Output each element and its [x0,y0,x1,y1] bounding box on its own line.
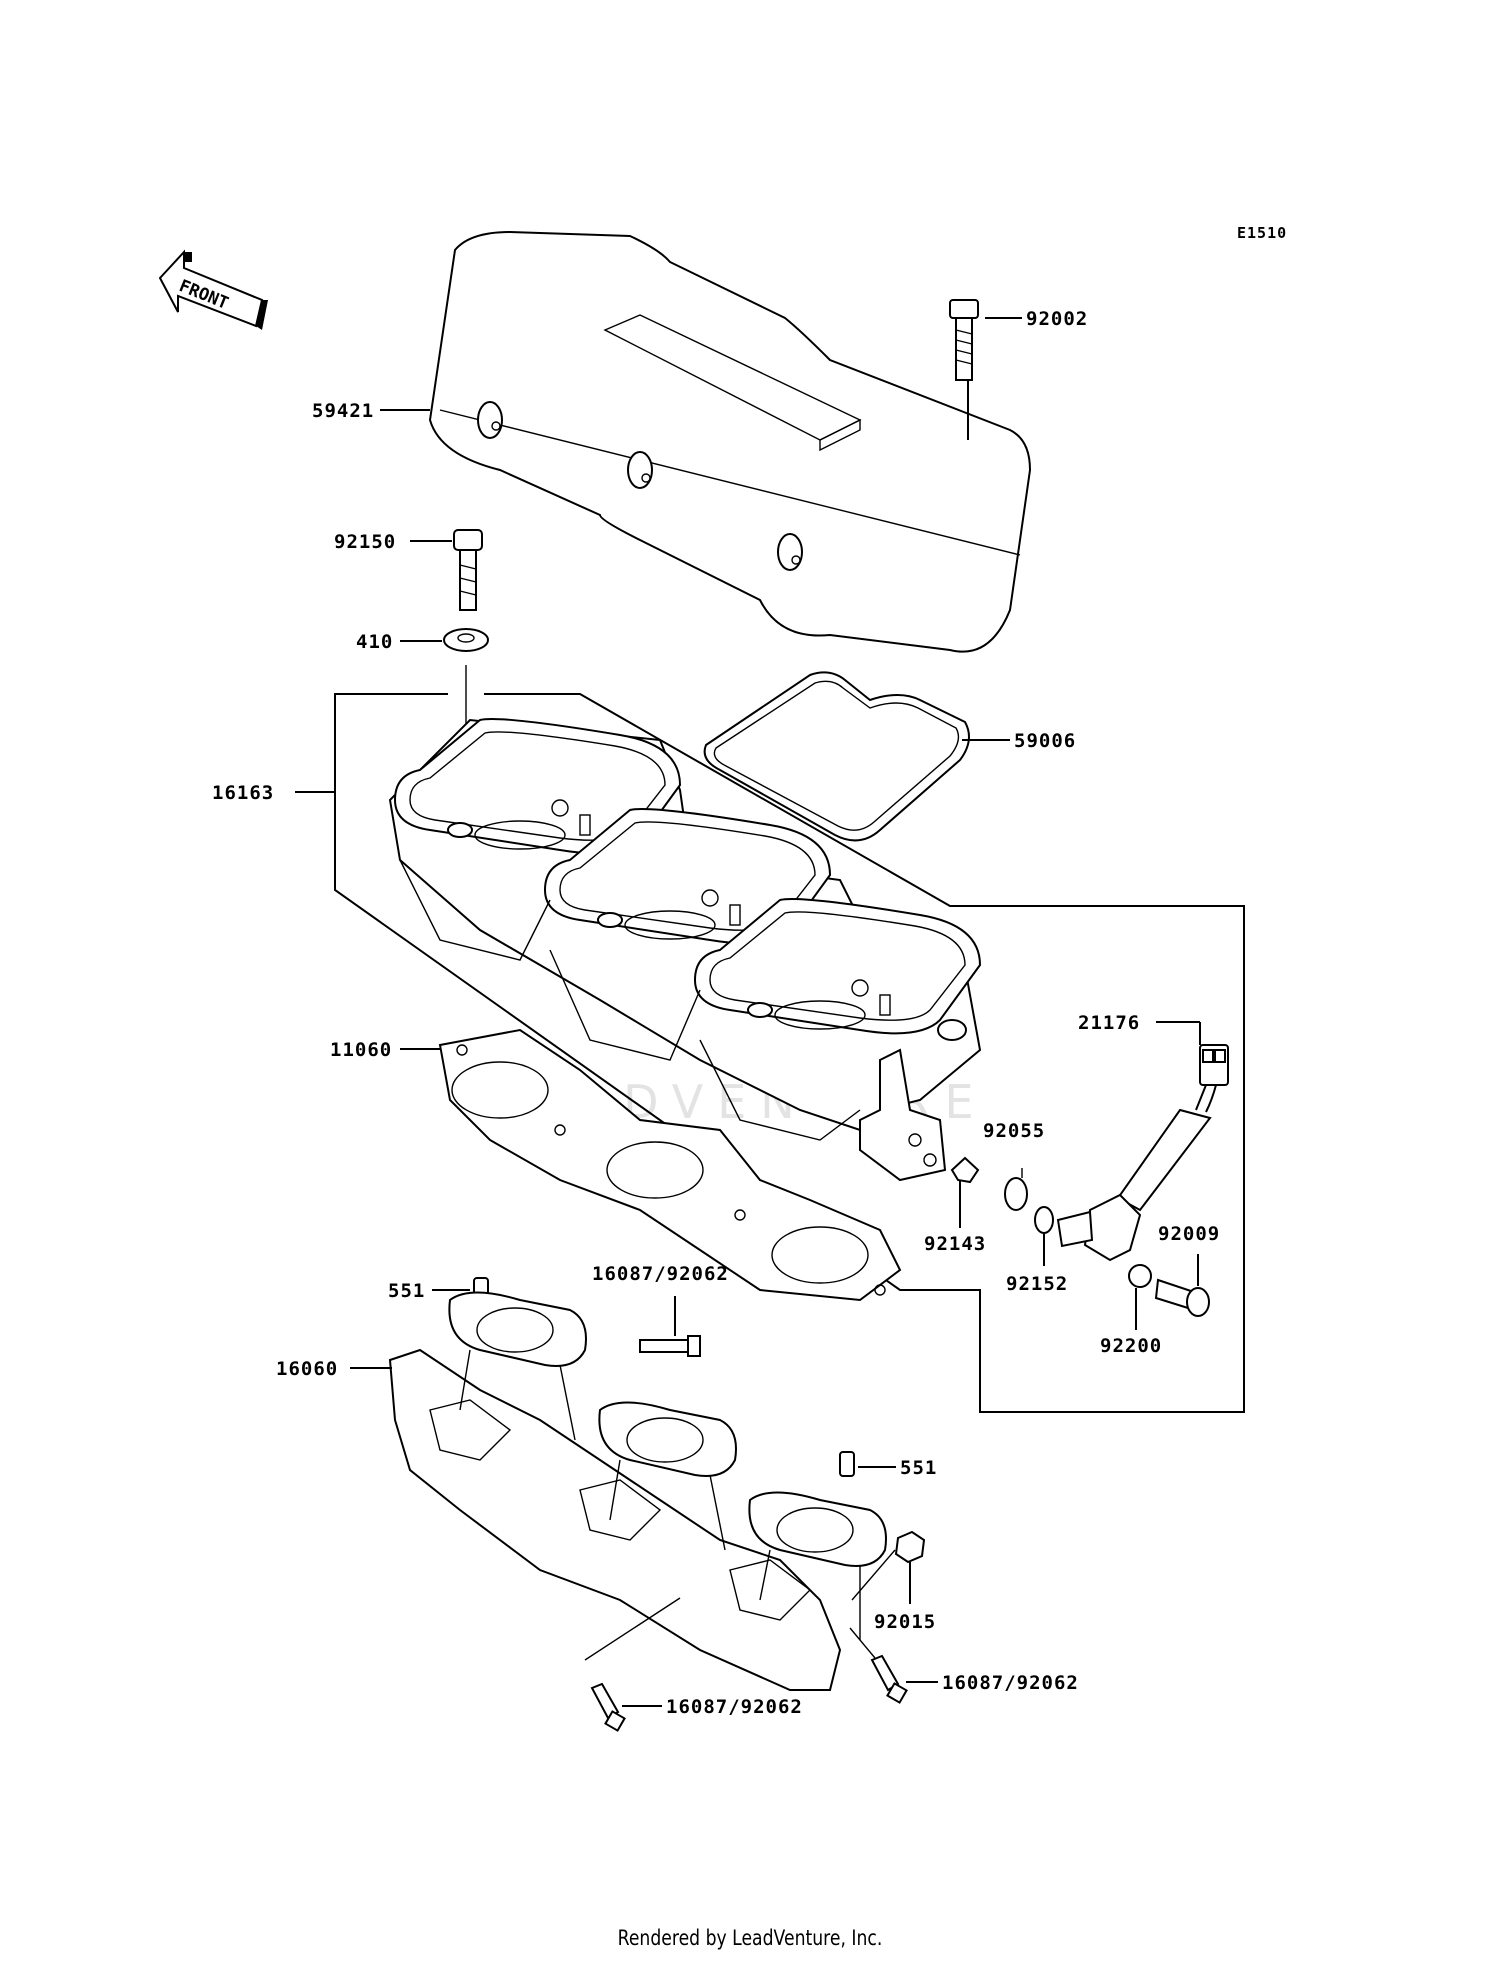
o-ring-92055 [1004,1177,1028,1211]
sensor-16087-top [639,1296,701,1357]
clip-92143 [950,1156,980,1184]
label-410: 410 [356,631,393,653]
label-16087-top: 16087/92062 [592,1263,729,1285]
label-551-bottom: 551 [900,1457,937,1479]
sensor-16087-bottom-right [849,1627,938,1704]
washer-410 [443,628,489,652]
label-92055: 92055 [983,1120,1045,1142]
bolt-92150 [453,529,483,611]
label-16163: 16163 [212,782,274,804]
label-92200: 92200 [1100,1335,1162,1357]
footer-credit: Rendered by LeadVenture, Inc. [617,1926,883,1950]
nut-92015 [894,1530,926,1564]
dowel-pin-551-bottom [839,1451,855,1477]
bolt-92002 [949,299,1022,440]
label-11060: 11060 [330,1039,392,1061]
washer-92152 [1034,1206,1054,1234]
washer-92200 [1128,1264,1152,1288]
label-59421: 59421 [312,400,374,422]
label-59006: 59006 [1014,730,1076,752]
label-16087-bottom-right: 16087/92062 [942,1672,1079,1694]
gasket-59006 [703,671,970,842]
label-92143: 92143 [924,1233,986,1255]
label-16087-bottom-left: 16087/92062 [666,1696,803,1718]
label-551-top: 551 [388,1280,425,1302]
sensor-16087-bottom-left [584,1597,681,1732]
gasket-11060 [438,1028,902,1302]
front-arrow-icon: FRONT [158,249,268,330]
intake-manifold-16060 [388,1291,887,1691]
diagram-code: E1510 [1237,224,1287,242]
label-92152: 92152 [1006,1273,1068,1295]
sensor-21176 [1056,1044,1229,1262]
bolt-92009 [1154,1278,1210,1317]
label-92009: 92009 [1158,1223,1220,1245]
cylinder-head-cover [428,230,1032,653]
throttle-body-assembly [388,718,982,1182]
label-92015: 92015 [874,1611,936,1633]
label-92150: 92150 [334,531,396,553]
label-16060: 16060 [276,1358,338,1380]
label-92002: 92002 [1026,308,1088,330]
label-21176: 21176 [1078,1012,1140,1034]
